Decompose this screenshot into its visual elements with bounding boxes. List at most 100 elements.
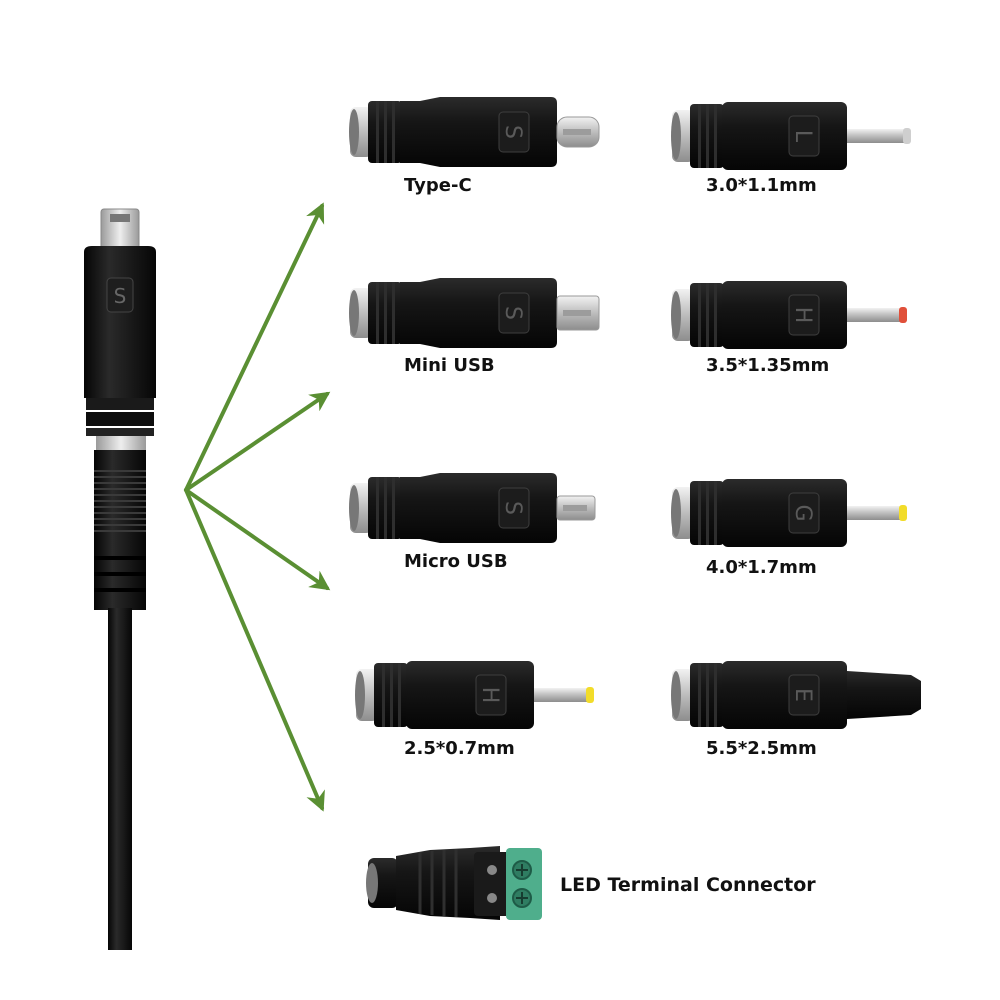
cable-rib	[94, 556, 146, 560]
adapter-collar-rib	[376, 282, 379, 344]
adapter-body	[400, 473, 557, 543]
arrows	[184, 202, 331, 812]
adapter-collar-rib	[706, 104, 709, 168]
adapter-collar-rib	[714, 481, 717, 545]
adapter-socket-opening	[671, 489, 681, 537]
arrow-to-row-4	[184, 488, 325, 812]
terminal-screw-housing	[474, 852, 510, 916]
arrow-to-row-3	[184, 488, 331, 591]
adapter-body	[722, 661, 847, 729]
cable-rib	[94, 512, 146, 514]
cable-rib	[94, 518, 146, 520]
arrow-to-row-2	[184, 391, 331, 492]
adapter-mark: S	[500, 306, 525, 320]
adapter-collar-rib	[706, 283, 709, 347]
label-led-terminal-connector: LED Terminal Connector	[560, 874, 816, 896]
adapter-collar-rib	[714, 104, 717, 168]
adapter-mark-badge	[788, 115, 820, 157]
label-micro-usb: Micro USB	[404, 551, 508, 572]
adapter-tip-barrel	[847, 506, 905, 520]
adapter-tip-slot	[563, 310, 591, 316]
cable-rib	[94, 588, 146, 592]
adapter-tip-barrel	[847, 671, 921, 719]
cable-rib	[94, 494, 146, 496]
adapter-collar-rib	[392, 477, 395, 539]
adapter-tip-slot	[563, 129, 591, 135]
adapter-collar-rib	[398, 663, 401, 727]
adapter-collar-rib	[706, 481, 709, 545]
adapter-body	[400, 278, 557, 348]
adapter-collar-rib	[706, 663, 709, 727]
adapter-type-c: S	[349, 97, 600, 167]
cable-head-mark-badge	[106, 277, 134, 313]
adapter-collar-rib	[698, 481, 701, 545]
adapter-mini-usb: S	[349, 278, 600, 348]
cable-ring	[86, 428, 154, 436]
adapter-mark: H	[790, 307, 815, 324]
terminal-green-block	[506, 848, 542, 920]
adapter-mark: H	[477, 687, 502, 704]
cable-ring	[86, 398, 154, 410]
adapter-mark-badge	[498, 292, 530, 334]
cable-ring	[86, 412, 154, 426]
cable-rib	[94, 572, 146, 576]
adapter-socket-opening	[671, 291, 681, 339]
cable-rib	[94, 530, 146, 532]
adapter-collar-rib	[382, 663, 385, 727]
cable-head-mark: S	[114, 284, 127, 308]
cable-ribs	[94, 470, 146, 592]
adapter-micro-usb: S	[349, 473, 596, 543]
cable-rib	[94, 482, 146, 484]
label-4-0x1-7mm: 4.0*1.7mm	[706, 557, 817, 578]
adapter-collar-rib	[376, 101, 379, 163]
label-mini-usb: Mini USB	[404, 355, 495, 376]
adapter-collar-rib	[392, 101, 395, 163]
adapter-tip-end	[899, 307, 907, 323]
adapter-collar-rib	[392, 282, 395, 344]
label-3-5x1-35mm: 3.5*1.35mm	[706, 355, 830, 376]
adapter-tip-slot	[563, 505, 587, 511]
led-terminal-connector	[366, 846, 542, 920]
adapter-mark-badge	[788, 294, 820, 336]
adapter-mark: G	[790, 504, 815, 521]
adapter-mark-badge	[498, 487, 530, 529]
adapter-socket-opening	[349, 485, 359, 531]
adapter-mark: S	[500, 501, 525, 515]
adapter-tip-barrel	[534, 688, 592, 702]
terminal-screw-hole	[487, 865, 497, 875]
label-2-5x0-7mm: 2.5*0.7mm	[404, 738, 515, 759]
cable-rib	[94, 488, 146, 490]
cable-cord	[108, 608, 132, 950]
adapter-collar-rib	[384, 101, 387, 163]
cable-head	[84, 246, 156, 398]
terminal-ribs	[418, 849, 458, 917]
label-3-0x1-1mm: 3.0*1.1mm	[706, 175, 817, 196]
adapter-2507: H	[355, 661, 594, 729]
cable-rib	[94, 500, 146, 502]
arrow-to-row-1	[184, 202, 325, 492]
adapter-collar-rib	[698, 283, 701, 347]
adapter-body	[722, 102, 847, 170]
adapter-body	[722, 281, 847, 349]
adapter-body	[406, 661, 534, 729]
terminal-socket-opening	[366, 863, 378, 903]
adapter-mark-badge	[788, 492, 820, 534]
adapter-tip-barrel	[847, 129, 909, 143]
adapter-4017: G	[671, 479, 907, 547]
adapter-collar-rib	[384, 282, 387, 344]
adapter-body	[722, 479, 847, 547]
adapter-mark-badge	[788, 674, 820, 716]
adapter-35135: H	[671, 281, 907, 349]
adapter-collar-rib	[390, 663, 393, 727]
adapter-tip-end	[899, 505, 907, 521]
cable-rib	[94, 470, 146, 472]
adapter-body	[400, 97, 557, 167]
cable: S	[84, 208, 156, 950]
adapter-socket-opening	[671, 112, 681, 160]
cable-rib	[94, 524, 146, 526]
cable-rib	[94, 506, 146, 508]
cable-rib	[94, 476, 146, 478]
adapter-socket-opening	[349, 109, 359, 155]
